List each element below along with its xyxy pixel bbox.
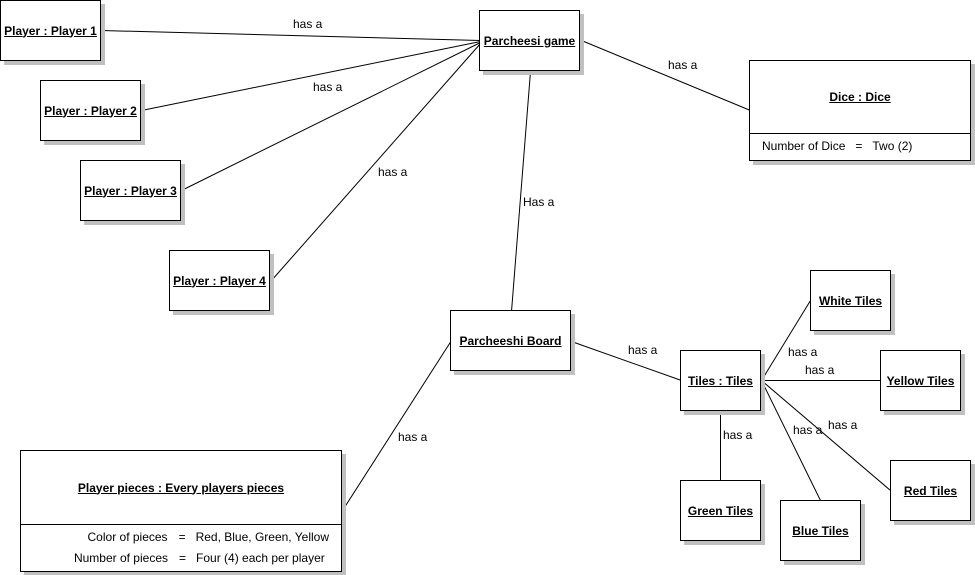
object-name: Parcheeshi Board (459, 333, 562, 348)
object-green-tiles[interactable]: Green Tiles (680, 480, 761, 541)
object-red-tiles[interactable]: Red Tiles (890, 460, 971, 521)
attribute-equals: = (178, 530, 186, 544)
link-player3-game (181, 42, 481, 191)
object-name: Player : Player 4 (173, 273, 266, 288)
object-parcheeshi-board[interactable]: Parcheeshi Board (450, 310, 571, 371)
object-name: Tiles : Tiles (688, 373, 753, 388)
object-blue-tiles[interactable]: Blue Tiles (780, 500, 861, 561)
link-player4-game (271, 43, 481, 281)
attribute-label: Number of Dice (762, 139, 846, 153)
link-tiles-red (761, 380, 891, 491)
object-attributes: Number of Dice = Two (2) (750, 133, 970, 160)
attribute-row: Number of pieces = Four (4) each per pla… (21, 548, 329, 569)
attribute-row: Number of Dice = Two (2) (762, 136, 960, 157)
link-label: has a (805, 363, 835, 377)
link-label: has a (293, 17, 323, 31)
object-name: Green Tiles (687, 503, 754, 518)
attribute-equals: = (855, 139, 863, 153)
attribute-label: Number of pieces (73, 551, 168, 565)
link-player1-game (101, 30, 481, 41)
object-player-4[interactable]: Player : Player 4 (169, 250, 270, 311)
link-label: Has a (523, 195, 555, 209)
link-label: has a (668, 58, 698, 72)
link-label: has a (378, 165, 408, 179)
object-name: White Tiles (818, 293, 883, 308)
object-name: Dice : Dice (829, 90, 891, 104)
object-name: Red Tiles (903, 483, 958, 498)
link-game-board (511, 71, 531, 312)
link-label: has a (398, 430, 428, 444)
attribute-row: Color of pieces = Red, Blue, Green, Yell… (21, 527, 329, 548)
object-name: Player : Player 2 (44, 103, 137, 118)
object-attributes: Color of pieces = Red, Blue, Green, Yell… (21, 524, 341, 571)
object-parcheesi-game[interactable]: Parcheesi game (479, 10, 580, 71)
object-yellow-tiles[interactable]: Yellow Tiles (880, 350, 961, 411)
link-board-tiles (571, 341, 682, 381)
link-label: has a (828, 418, 858, 432)
link-tiles-blue (761, 380, 821, 501)
attribute-equals: = (179, 551, 187, 565)
link-label: has a (788, 345, 818, 359)
link-tiles-white (761, 300, 811, 381)
object-player-3[interactable]: Player : Player 3 (80, 160, 181, 221)
object-name: Player pieces : Every players pieces (77, 480, 285, 495)
object-name: Player : Player 1 (4, 23, 97, 38)
object-tiles[interactable]: Tiles : Tiles (680, 350, 761, 411)
link-label: has a (628, 343, 658, 357)
attribute-label: Color of pieces (87, 530, 168, 544)
object-player-1[interactable]: Player : Player 1 (0, 0, 101, 61)
link-player2-game (141, 41, 481, 111)
link-game-dice (581, 40, 751, 111)
object-name: Yellow Tiles (886, 373, 955, 388)
link-label: has a (313, 80, 343, 94)
object-name: Blue Tiles (792, 523, 849, 538)
object-name: Player : Player 3 (84, 183, 177, 198)
link-label: has a (723, 428, 753, 442)
object-white-tiles[interactable]: White Tiles (810, 270, 891, 331)
object-dice[interactable]: Dice : Dice Number of Dice = Two (2) (749, 60, 971, 161)
object-player-2[interactable]: Player : Player 2 (40, 80, 141, 141)
attribute-value: Two (2) (872, 139, 913, 153)
link-label: has a (793, 423, 823, 437)
attribute-value: Red, Blue, Green, Yellow (195, 530, 329, 544)
object-name: Parcheesi game (483, 33, 576, 48)
link-board-pieces (342, 340, 452, 511)
attribute-value: Four (4) each per player (196, 551, 325, 565)
object-player-pieces[interactable]: Player pieces : Every players pieces Col… (20, 450, 342, 572)
